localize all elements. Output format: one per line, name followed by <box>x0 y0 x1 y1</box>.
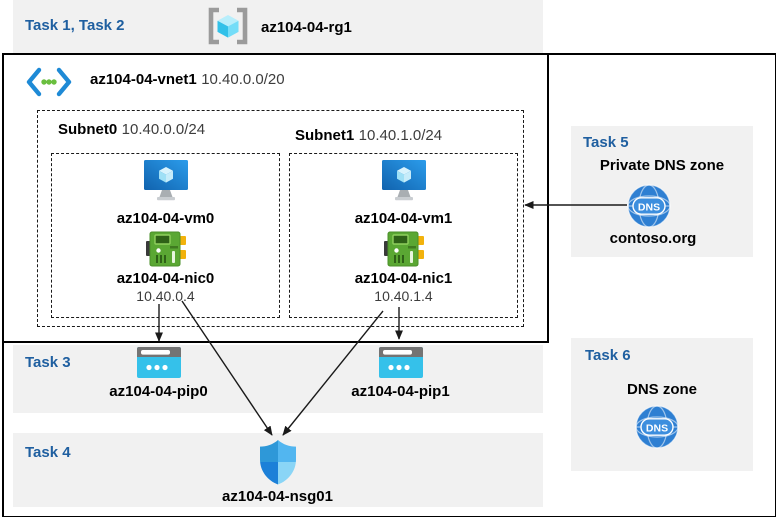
virtual-network-icon <box>26 67 72 97</box>
task6-heading: Task 6 <box>585 347 631 364</box>
vm0-name: az104-04-vm0 <box>116 210 215 227</box>
subnet0-prefix: 10.40.0.0/24 <box>121 121 206 138</box>
pip0-name: az104-04-pip0 <box>109 383 208 400</box>
vnet-address-space: 10.40.0.0/20 <box>201 71 285 88</box>
subnet1-prefix: 10.40.1.0/24 <box>358 127 443 144</box>
task6-title: DNS zone <box>626 381 697 398</box>
vnet-name: az104-04-vnet1 <box>90 71 197 88</box>
nsg-shield-icon <box>258 439 298 485</box>
private-dns-zone-name: contoso.org <box>609 230 697 247</box>
dns-badge-text: DNS <box>638 201 660 213</box>
nic1-network-interface-icon <box>383 231 424 267</box>
task5-panel: Task 5 Private DNS zone DNS contoso.org <box>571 126 753 257</box>
nic0-private-ip: 10.40.0.4 <box>136 288 195 304</box>
nic1-name: az104-04-nic1 <box>354 270 453 287</box>
task4-heading: Task 4 <box>25 444 71 461</box>
pip1-group: az104-04-pip1 <box>338 347 463 400</box>
subnet1-label: Subnet1 10.40.1.0/24 <box>295 127 442 145</box>
vm0-virtual-machine-icon <box>143 160 189 201</box>
pip0-group: az104-04-pip0 <box>96 347 221 400</box>
task6-panel: Task 6 DNS zone DNS <box>571 338 753 471</box>
task3-panel: Task 3 <box>13 345 543 413</box>
nsg-group: az104-04-nsg01 <box>215 439 340 505</box>
subnet0-name: Subnet0 <box>58 121 118 138</box>
vm1-name: az104-04-vm1 <box>354 210 453 227</box>
pip1-name: az104-04-pip1 <box>351 383 450 400</box>
pip0-public-ip-icon <box>136 347 181 378</box>
task5-heading: Task 5 <box>583 134 629 151</box>
task12-panel: Task 1, Task 2 az104-04-rg1 <box>13 0 543 53</box>
vnet-box: az104-04-vnet1 10.40.0.0/20 Subnet0 10.4… <box>2 53 549 343</box>
subnet1-box: az104-04-vm1 <box>289 153 518 318</box>
vnet-title: az104-04-vnet1 10.40.0.0/20 <box>90 71 285 89</box>
dns-zone-icon: DNS <box>635 405 679 449</box>
subnet0-label: Subnet0 10.40.0.0/24 <box>58 121 205 139</box>
nic0-network-interface-icon <box>145 231 186 267</box>
nsg-name: az104-04-nsg01 <box>222 488 333 505</box>
subnet0-box: az104-04-vm0 <box>51 153 280 318</box>
subnets-boundary: Subnet0 10.40.0.0/24 Subnet1 10.40.1.0/2… <box>37 110 524 327</box>
task5-title: Private DNS zone <box>599 157 725 174</box>
task3-heading: Task 3 <box>25 354 71 371</box>
vm1-virtual-machine-icon <box>381 160 427 201</box>
dns-badge-text: DNS <box>646 422 668 434</box>
pip1-public-ip-icon <box>378 347 423 378</box>
subnet1-name: Subnet1 <box>295 127 355 144</box>
private-dns-zone-icon: DNS <box>627 184 671 228</box>
resource-group-icon <box>206 6 250 46</box>
resource-group-name: az104-04-rg1 <box>261 19 352 36</box>
nic0-name: az104-04-nic0 <box>116 270 215 287</box>
task12-heading: Task 1, Task 2 <box>25 17 125 34</box>
nic1-private-ip: 10.40.1.4 <box>374 288 433 304</box>
